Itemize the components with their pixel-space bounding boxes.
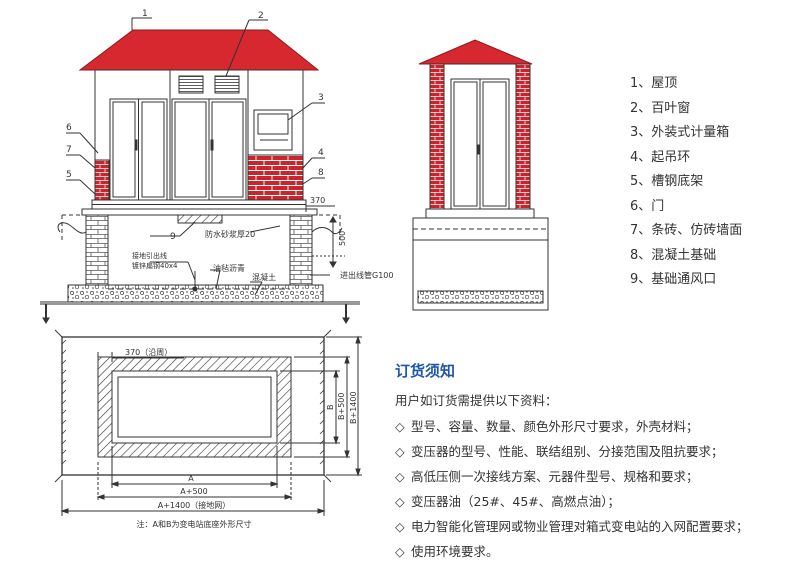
legend-item: 3、外装式计量箱 <box>630 125 730 140</box>
diamond-icon: ◇ <box>395 444 405 459</box>
callout-5: 5 <box>66 170 72 180</box>
louver-right <box>214 75 240 94</box>
pier-right <box>289 214 313 291</box>
ordering-item: ◇变压器的型号、性能、联结组别、分接范围及阻抗要求； <box>395 439 800 464</box>
callout-6: 6 <box>66 123 72 133</box>
foundation-vent <box>177 214 223 224</box>
side-view <box>412 39 549 311</box>
side-brick-right <box>515 63 531 210</box>
label-mortar: 防水砂浆厚20 <box>205 229 255 239</box>
label-concrete: 混凝土 <box>252 272 276 282</box>
door-left <box>109 98 168 201</box>
diamond-icon: ◇ <box>395 519 405 534</box>
label-cable-pipe: 进出线管G100 <box>340 270 393 280</box>
legend-item: 7、条砖、仿砖墙面 <box>630 223 743 238</box>
legend-item: 9、基础通风口 <box>630 272 717 287</box>
brick-wall-right <box>247 154 304 201</box>
ordering-item: ◇高低压侧一次接线方案、元器件型号、规格和要求； <box>395 464 800 489</box>
component-legend: 1、屋顶 2、百叶窗 3、外装式计量箱 4、起吊环 5、槽钢底架 6、门 7、条… <box>630 72 800 293</box>
ordering-item: ◇电力智能化管理网或物业管理对箱式变电站的入网配置要求； <box>395 514 800 539</box>
door-center <box>171 98 247 201</box>
ground-grid-outline <box>61 336 325 476</box>
dim-a: A <box>188 474 194 483</box>
dim-a-1400: A+1400（接地网） <box>158 500 231 510</box>
front-view <box>40 17 360 324</box>
label-ground-wire-1: 接地引出线 <box>132 251 167 260</box>
callout-9: 9 <box>170 232 176 242</box>
callout-3: 3 <box>318 93 324 103</box>
callout-4: 4 <box>318 148 324 158</box>
dim-370-top: 370 <box>310 196 325 205</box>
ordering-item: ◇变压器油（25#、45#、高燃点油）； <box>395 489 800 514</box>
metering-box <box>253 109 293 151</box>
roof <box>78 29 320 71</box>
dim-b-500: B+500 <box>337 393 346 420</box>
legend-item: 4、起吊环 <box>630 149 691 165</box>
legend-item: 2、百叶窗 <box>630 100 691 116</box>
plan-view-text: 370（沿周） A A+500 A+1400（接地网） B B+500 B+14… <box>125 348 358 529</box>
dim-b: B <box>326 405 335 411</box>
ordering-intro: 用户如订货需提供以下资料： <box>395 393 558 408</box>
diamond-icon: ◇ <box>395 494 405 509</box>
diamond-icon: ◇ <box>395 544 405 559</box>
foundation-slab <box>81 208 318 216</box>
legend-item: 8、混凝土基础 <box>630 247 717 263</box>
louver-left <box>178 75 204 94</box>
ordering-item: ◇型号、容量、数量、颜色外形尺寸要求，外壳材料； <box>395 414 800 439</box>
callout-2: 2 <box>258 11 264 21</box>
dim-a-500: A+500 <box>180 487 207 496</box>
side-brick-left <box>429 63 445 210</box>
label-asphalt: 油毡沥青 <box>213 263 245 273</box>
diamond-icon: ◇ <box>395 419 405 434</box>
plan-view <box>54 329 362 516</box>
callout-7: 7 <box>66 145 72 155</box>
front-view-text: 1 2 3 4 5 6 7 8 9 370 500 防水砂浆厚20 接地引出线 … <box>66 9 393 282</box>
label-ground-wire-2: 镀锌扁钢40x4 <box>132 261 178 270</box>
ordering-notes: 订货须知 用户如订货需提供以下资料： ◇型号、容量、数量、颜色外形尺寸要求，外壳… <box>395 356 800 564</box>
side-roof <box>418 39 533 65</box>
legend-item: 1、屋顶 <box>630 76 678 91</box>
base-inner <box>111 370 278 444</box>
ordering-item: ◇使用环境要求。 <box>395 539 800 564</box>
dim-b-1400: B+1400 <box>349 391 358 424</box>
legend-item: 6、门 <box>630 198 665 214</box>
dim-500: 500 <box>338 231 347 246</box>
plan-note: 注：A和B为变电站底座外形尺寸 <box>137 519 252 529</box>
callout-1: 1 <box>142 9 148 19</box>
legend-item: 5、槽钢底架 <box>630 174 704 189</box>
brick-wall-left <box>94 159 110 201</box>
diamond-icon: ◇ <box>395 469 405 484</box>
dim-370-perimeter: 370（沿周） <box>125 348 172 357</box>
pier-left <box>85 214 109 291</box>
callout-8: 8 <box>318 168 324 178</box>
ordering-heading: 订货须知 <box>395 362 456 380</box>
